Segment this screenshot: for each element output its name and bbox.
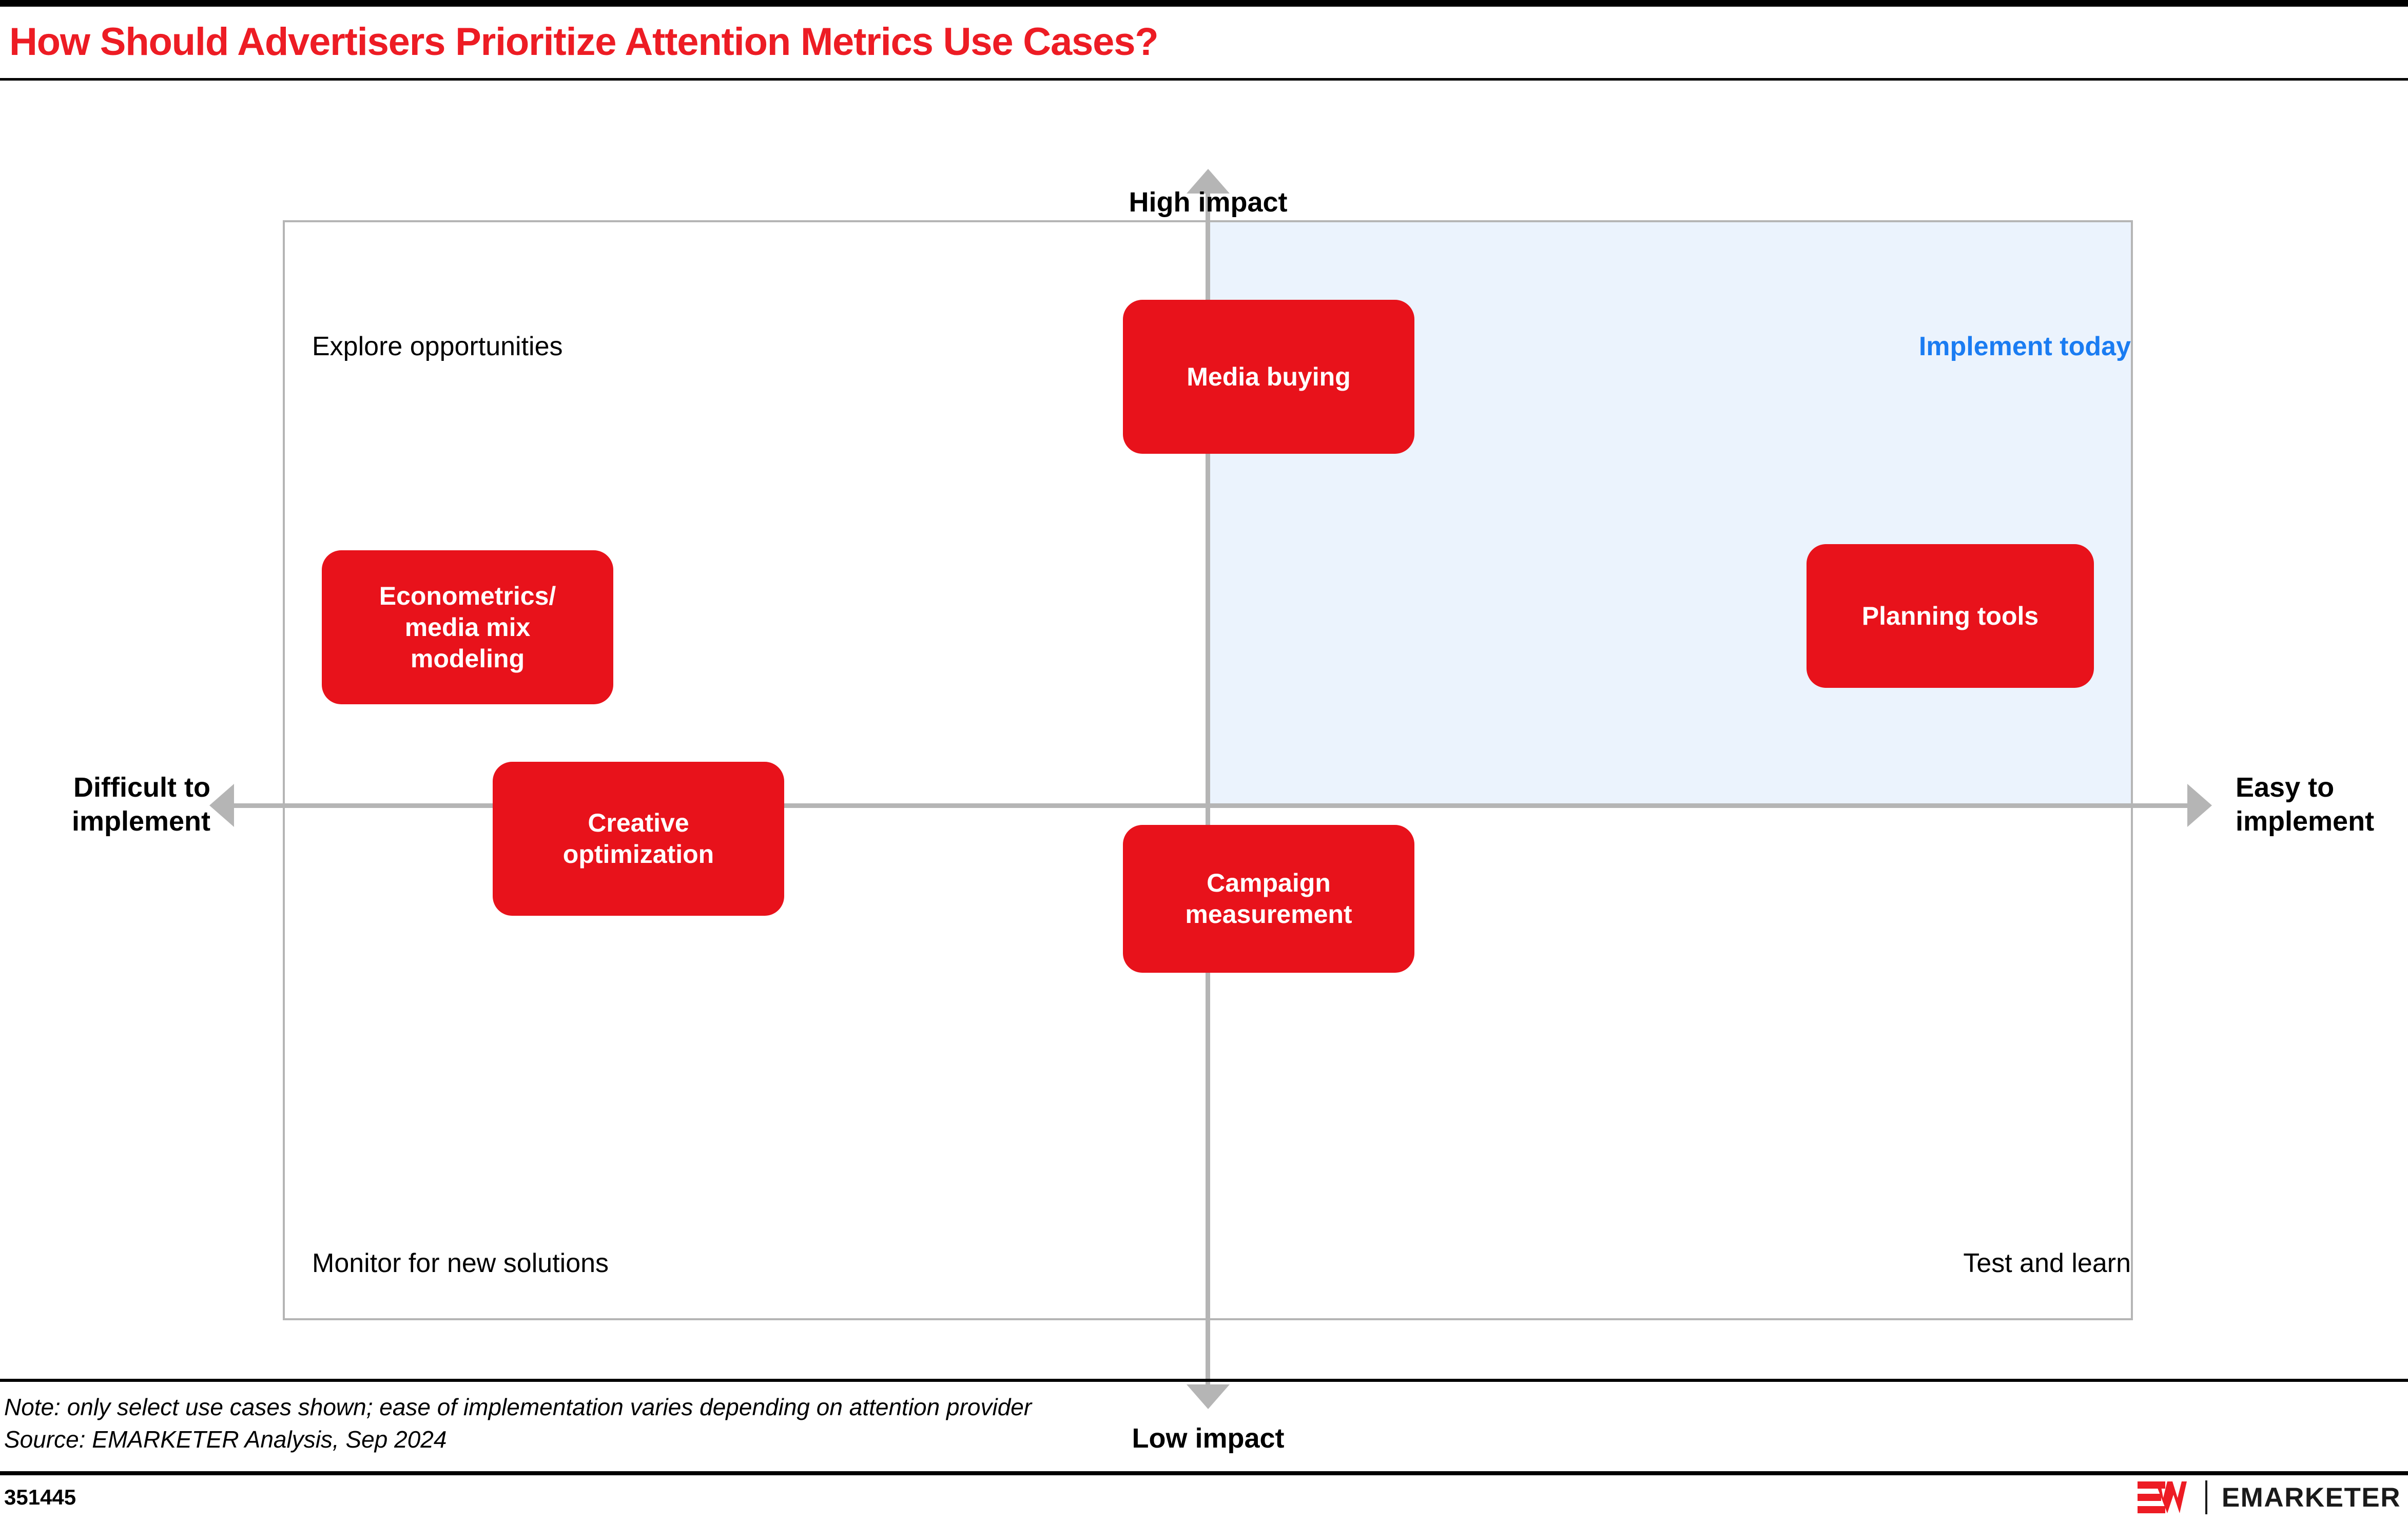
use-case-box-media-buying[interactable]: Media buying bbox=[1123, 300, 1414, 454]
emarketer-logo: EMARKETER bbox=[2137, 1480, 2401, 1514]
horizontal-axis-ease bbox=[234, 803, 2189, 808]
vertical-axis-impact bbox=[1206, 186, 1210, 1386]
arrow-up-icon bbox=[1187, 169, 1230, 194]
axis-label-easy-to-implement: Easy to implement bbox=[2236, 772, 2375, 837]
chart-id: 351445 bbox=[4, 1485, 76, 1509]
chart-plot-area: High impact Low impact Difficult to impl… bbox=[0, 81, 2408, 1454]
axis-label-difficult-to-implement: Difficult to implement bbox=[71, 772, 210, 837]
use-case-box-planning-tools[interactable]: Planning tools bbox=[1807, 544, 2094, 688]
note-text: Note: only select use cases shown; ease … bbox=[4, 1394, 1032, 1420]
arrow-right-icon bbox=[2187, 784, 2212, 827]
axis-label-high-impact: High impact bbox=[1129, 187, 1288, 218]
footnotes: Note: only select use cases shown; ease … bbox=[4, 1391, 1032, 1456]
quadrant-label-monitor-for-new-solutions: Monitor for new solutions bbox=[312, 1248, 609, 1278]
logo-divider bbox=[2205, 1480, 2207, 1514]
quadrant-label-implement-today: Implement today bbox=[1918, 332, 2131, 361]
use-case-box-econometrics-media-mix-modeling[interactable]: Econometrics/ media mix modeling bbox=[322, 550, 613, 704]
arrow-down-icon bbox=[1187, 1384, 1230, 1409]
use-case-box-creative-optimization[interactable]: Creative optimization bbox=[493, 762, 784, 916]
footer-bottom-rule bbox=[0, 1471, 2408, 1475]
title-underline-rule bbox=[0, 78, 2408, 81]
page-title: How Should Advertisers Prioritize Attent… bbox=[9, 20, 1159, 64]
top-rule bbox=[0, 0, 2408, 7]
quadrant-label-explore-opportunities: Explore opportunities bbox=[312, 332, 563, 361]
source-text: Source: EMARKETER Analysis, Sep 2024 bbox=[4, 1426, 447, 1453]
axis-label-low-impact: Low impact bbox=[1132, 1423, 1285, 1454]
brand-wordmark: EMARKETER bbox=[2221, 1482, 2401, 1513]
em-monogram-icon bbox=[2137, 1480, 2192, 1514]
arrow-left-icon bbox=[209, 784, 234, 827]
use-case-box-campaign-measurement[interactable]: Campaign measurement bbox=[1123, 825, 1414, 973]
footer-top-rule bbox=[0, 1379, 2408, 1382]
quadrant-label-test-and-learn: Test and learn bbox=[1963, 1248, 2131, 1278]
